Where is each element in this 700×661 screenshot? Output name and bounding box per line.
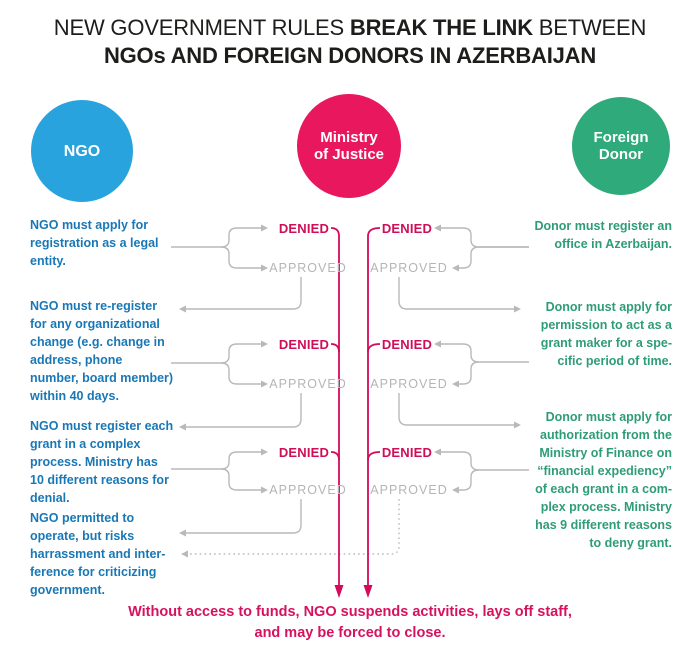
actor-ngo-circle: NGO — [31, 100, 133, 202]
denied-label-right-row1: DENIED — [381, 221, 433, 236]
ngo-step-3: NGO must register each grant in a comple… — [30, 419, 174, 505]
donor-approved-loop-row1 — [398, 277, 521, 313]
ngo-approved-loop-row3 — [179, 499, 302, 537]
title-line2: NGOs AND FOREIGN DONORS IN AZERBAIJAN — [103, 43, 597, 68]
approved-label-right-row2: APPROVED — [370, 377, 448, 391]
denied-label-left-row1: DENIED — [278, 221, 330, 236]
ngo-stem-lines — [171, 246, 221, 470]
denied-flow-right-vertical — [363, 227, 381, 598]
donor-split-row3 — [434, 448, 480, 494]
approved-label-right-row3: APPROVED — [370, 483, 448, 497]
ngo-split-row3 — [220, 448, 268, 494]
denied-label-right-row2: DENIED — [381, 337, 433, 352]
ngo-split-row2 — [220, 340, 268, 388]
donor-step-2: Donor must apply for permission to act a… — [540, 300, 672, 368]
title-line1: NEW GOVERNMENT RULES BREAK THE LINK BETW… — [0, 14, 700, 42]
title-line1-emphasis: BREAK THE LINK — [349, 15, 533, 40]
approved-label-right-row1: APPROVED — [370, 261, 448, 275]
actor-ministry-label: Ministry of Justice — [313, 129, 385, 163]
denied-flow-left-vertical — [330, 227, 344, 598]
approved-label-left-row2: APPROVED — [269, 377, 347, 391]
actor-donor-label: Foreign Donor — [593, 129, 649, 163]
denied-label-right-row3: DENIED — [381, 445, 433, 460]
donor-split-row2 — [434, 340, 480, 388]
ngo-step-4: NGO permitted to operate, but risks harr… — [30, 511, 166, 597]
donor-step-3: Donor must apply for authorization from … — [535, 410, 672, 550]
approved-label-left-row1: APPROVED — [269, 261, 347, 275]
actor-donor-circle: Foreign Donor — [572, 97, 670, 195]
ngo-approved-loop-row1 — [179, 277, 302, 313]
actor-ministry-circle: Ministry of Justice — [297, 94, 401, 198]
donor-approved-loop-row2 — [398, 393, 521, 429]
ngo-step-1: NGO must apply for registration as a leg… — [30, 218, 159, 268]
title-line1-suffix: BETWEEN — [532, 15, 647, 40]
ngo-split-row1 — [220, 224, 268, 272]
page-title: NEW GOVERNMENT RULES BREAK THE LINK BETW… — [0, 14, 700, 70]
footer-conclusion: Without access to funds, NGO suspends ac… — [128, 604, 572, 641]
title-line1-prefix: NEW GOVERNMENT RULES — [53, 15, 350, 40]
donor-step-1: Donor must register an office in Azerbai… — [534, 219, 672, 251]
donor-approved-dotted-to-ngo — [181, 499, 400, 558]
denied-label-left-row2: DENIED — [278, 337, 330, 352]
approved-label-left-row3: APPROVED — [269, 483, 347, 497]
donor-split-row1 — [434, 224, 529, 272]
ngo-step-2: NGO must re-register for any organizatio… — [30, 299, 174, 403]
denied-label-left-row3: DENIED — [278, 445, 330, 460]
ngo-approved-loop-row2 — [179, 393, 302, 431]
actor-ngo-label: NGO — [63, 142, 101, 160]
